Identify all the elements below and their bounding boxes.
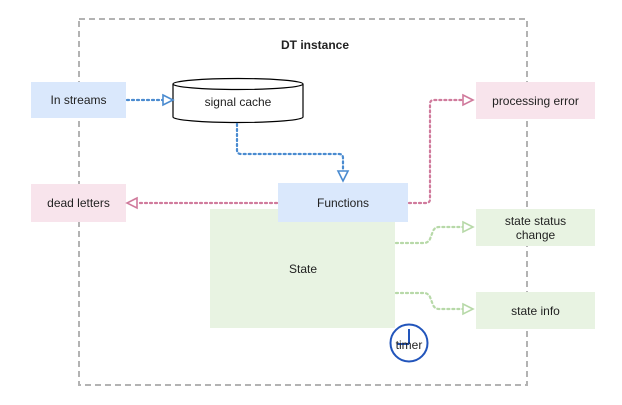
in-streams-box <box>31 82 126 118</box>
state-status-change-label: state status change <box>504 213 567 242</box>
timer-label: timer <box>395 338 423 352</box>
dead-letters-box <box>31 184 126 222</box>
dead-letters-label: dead letters <box>47 196 110 210</box>
functions-label: Functions <box>316 195 370 210</box>
timer-icon <box>389 323 429 363</box>
arrowhead-signal-cache <box>162 93 175 107</box>
edge-functions-to-processing-error <box>407 98 465 205</box>
state-info-box <box>476 292 595 329</box>
arrowhead-processing-error <box>462 93 475 107</box>
processing-error-label: processing error <box>492 93 579 108</box>
edge-state-to-state-info <box>394 291 465 311</box>
state-label: State <box>288 262 318 276</box>
functions-box <box>278 183 408 222</box>
edge-state-to-status-change <box>394 225 465 245</box>
state-box <box>210 209 395 328</box>
in-streams-label: In streams <box>50 93 107 107</box>
processing-error-box <box>476 82 595 119</box>
arrowhead-functions <box>336 170 350 183</box>
signal-cache-label: signal cache <box>204 95 272 109</box>
edge-signal-cache-to-functions <box>235 122 345 174</box>
arrowhead-state-status-change <box>462 220 475 234</box>
state-info-label: state info <box>511 303 560 318</box>
dt-instance-title: DT instance <box>280 38 349 52</box>
signal-cache-cylinder <box>172 77 304 124</box>
arrowhead-dead-letters <box>125 196 138 210</box>
arrowhead-state-info <box>462 302 475 316</box>
state-status-change-box <box>476 209 595 246</box>
